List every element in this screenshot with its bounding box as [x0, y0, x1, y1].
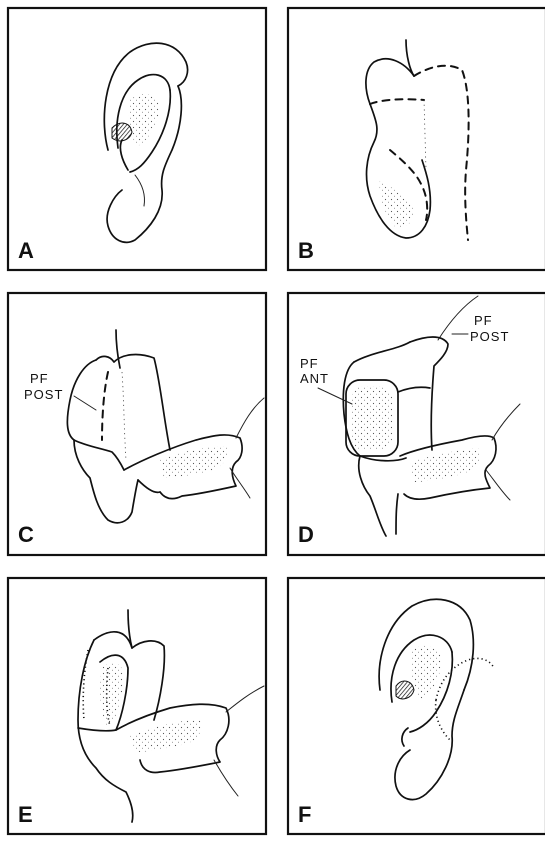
panel-b-letter: B — [298, 238, 314, 263]
panel-d: PF ANT PF POST D — [288, 293, 545, 555]
panel-a: A — [8, 8, 266, 270]
panel-c-callout-post: POST — [24, 387, 63, 402]
panel-a-letter: A — [18, 238, 34, 263]
panel-b-frame — [288, 8, 545, 270]
panel-c-letter: C — [18, 522, 34, 547]
panel-d-callout-pf-post: PF — [474, 313, 493, 328]
panel-d-callout-post: POST — [470, 329, 509, 344]
panel-e-letter: E — [18, 802, 33, 827]
panel-e-frame — [8, 578, 266, 834]
panel-d-callout-ant: ANT — [300, 371, 329, 386]
panel-f-letter: F — [298, 802, 311, 827]
panel-d-letter: D — [298, 522, 314, 547]
panel-c: PF POST C — [8, 293, 266, 555]
panel-c-frame — [8, 293, 266, 555]
panel-e: E — [8, 578, 266, 834]
panel-f: F — [288, 578, 545, 834]
panel-b: B — [288, 8, 545, 270]
panel-c-callout-pf: PF — [30, 371, 49, 386]
panel-f-frame — [288, 578, 545, 834]
panel-d-callout-pf-ant: PF — [300, 356, 319, 371]
